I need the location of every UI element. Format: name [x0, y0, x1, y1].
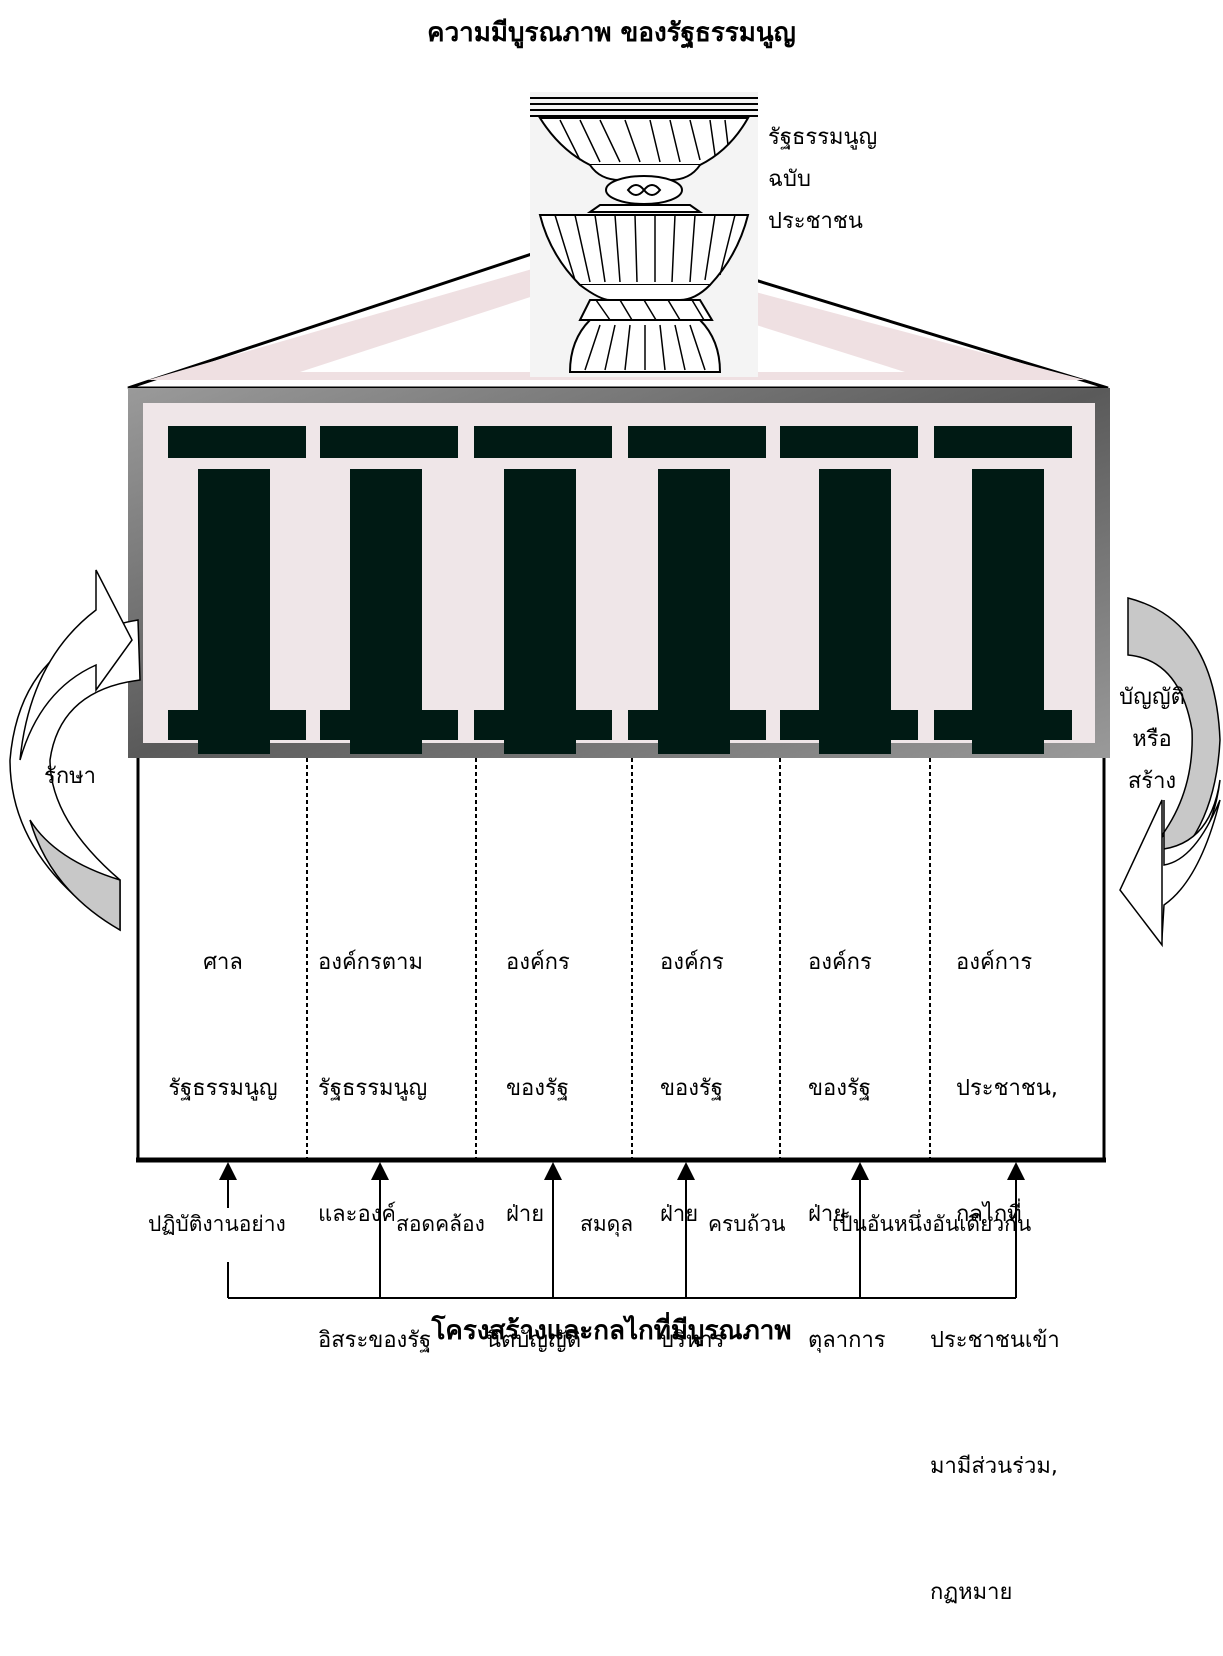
- principle-2: สอดคล้อง: [394, 1208, 487, 1241]
- column-2-line-2: รัฐธรรมนูญ: [318, 1076, 428, 1101]
- crown-label-line-3: ประชาชน: [768, 209, 863, 234]
- left-arrow-label: รักษา: [44, 764, 96, 789]
- column-5-line-4: ตุลาการ: [808, 1328, 886, 1353]
- principle-1: ปฏิบัติงานอย่าง: [146, 1208, 288, 1241]
- right-arrow-label-line-3: สร้าง: [1127, 769, 1177, 794]
- left-curved-arrow-icon: [9, 569, 141, 932]
- bottom-arrows: [219, 1162, 1025, 1299]
- crown-label-line-1: รัฐธรรมนูญ: [768, 125, 878, 150]
- pillar-6: [934, 426, 1072, 754]
- pillar-2: [320, 426, 458, 754]
- right-curved-arrow-icon: [1119, 597, 1221, 948]
- column-5-line-3: ฝ่าย: [808, 1202, 847, 1227]
- column-3-line-4: นิตบัญญัติ: [486, 1328, 582, 1353]
- column-3-line-1: องค์กร: [506, 950, 570, 975]
- column-3-line-3: ฝ่าย: [506, 1202, 545, 1227]
- right-arrow-label: บัญญัติ หรือ สร้าง: [1108, 677, 1196, 803]
- bottom-title: โครงสร้างและกลไกที่มีบูรณภาพ: [431, 1316, 792, 1346]
- column-6-line-2: ประชาชน,: [956, 1076, 1058, 1101]
- column-6-line-4: ประชาชนเข้า: [930, 1328, 1060, 1353]
- diagram-title: ความมีบูรณภาพ ของรัฐธรรมนูญ: [427, 18, 796, 48]
- principle-4: ครบถ้วน: [706, 1208, 788, 1241]
- column-label-4: องค์กร ของรัฐ ฝ่าย บริหาร: [660, 858, 724, 1404]
- column-5-line-2: ของรัฐ: [808, 1076, 871, 1101]
- pillar-4: [628, 426, 766, 754]
- column-1-line-1: ศาล: [203, 950, 243, 975]
- column-6-line-5: มามีส่วนร่วม,: [930, 1454, 1058, 1479]
- column-4-line-1: องค์กร: [660, 950, 724, 975]
- crown-label-line-2: ฉบับ: [768, 167, 811, 192]
- column-1-line-2: รัฐธรรมนูญ: [168, 1076, 278, 1101]
- crown-ornament-icon: [530, 92, 758, 377]
- principle-3: สมดุล: [578, 1208, 636, 1241]
- pillar-5: [780, 426, 918, 754]
- column-3-line-2: ของรัฐ: [506, 1076, 569, 1101]
- principle-5: เป็นอันหนึ่งอันเดียวกัน: [832, 1212, 1032, 1236]
- column-5-line-1: องค์กร: [808, 950, 872, 975]
- column-6-line-1: องค์การ: [956, 950, 1033, 975]
- column-label-6: องค์การ ประชาชน, กลไกที่ ประชาชนเข้า มาม…: [930, 858, 1060, 1656]
- column-4-line-4: บริหาร: [660, 1328, 725, 1353]
- column-4-line-3: ฝ่าย: [660, 1202, 699, 1227]
- column-6-line-6: กฏหมาย: [930, 1580, 1013, 1605]
- diagram-graphics: [9, 92, 1221, 1299]
- crown-label: รัฐธรรมนูญ ฉบับ ประชาชน: [768, 117, 877, 243]
- column-6-line-3: กลไกที่: [956, 1202, 1022, 1227]
- right-arrow-label-line-2: หรือ: [1132, 727, 1172, 752]
- column-box: [136, 758, 1106, 1163]
- column-2-line-1: องค์กรตาม: [318, 950, 423, 975]
- right-arrow-label-line-1: บัญญัติ: [1119, 685, 1185, 710]
- pillar-3: [474, 426, 612, 754]
- column-label-3: องค์กร ของรัฐ ฝ่าย นิตบัญญัติ: [486, 858, 581, 1404]
- column-4-line-2: ของรัฐ: [660, 1076, 723, 1101]
- column-label-5: องค์กร ของรัฐ ฝ่าย ตุลาการ: [808, 858, 886, 1404]
- pillar-1: [168, 426, 306, 754]
- column-2-line-4: อิสระของรัฐ: [318, 1328, 432, 1353]
- column-label-1: ศาล รัฐธรรมนูญ: [148, 858, 298, 1152]
